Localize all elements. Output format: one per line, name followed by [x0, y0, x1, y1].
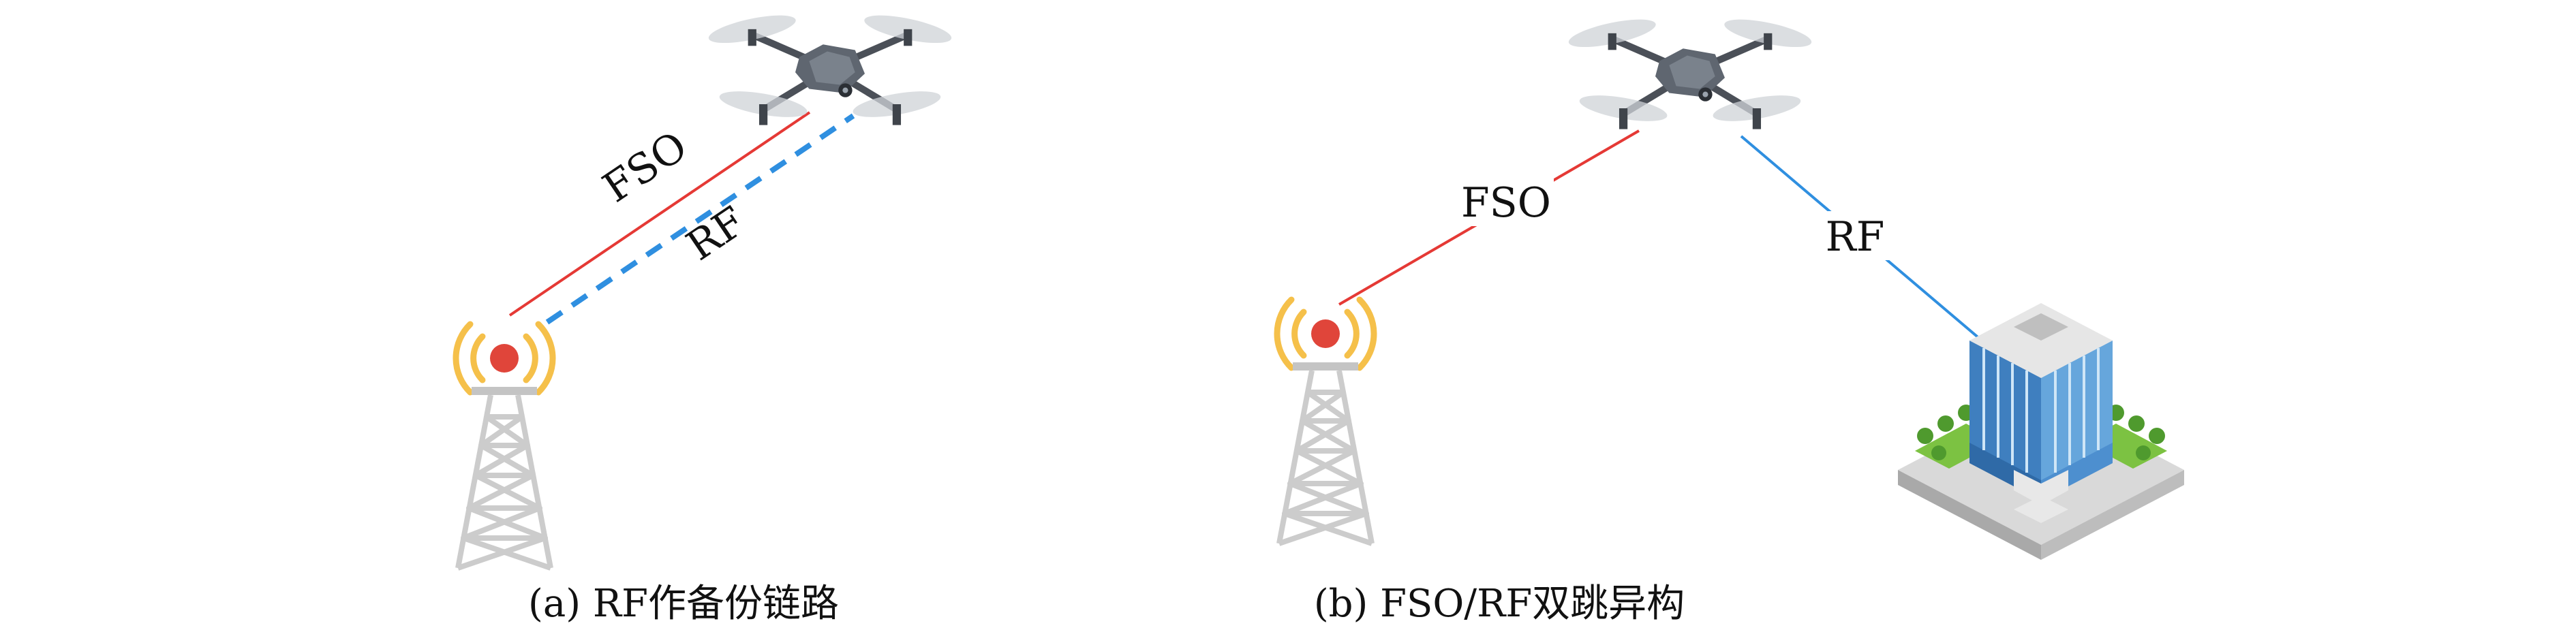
panel-b: FSO RF (b) FSO/RF双跳异构 [1277, 14, 2184, 626]
caption-b: (b) FSO/RF双跳异构 [1314, 582, 1685, 626]
cell-tower-icon [456, 324, 553, 568]
rf-label: RF [1826, 213, 1885, 261]
rf-label: RF [678, 198, 754, 270]
caption-a: (a) RF作备份链路 [528, 582, 839, 626]
fso-label: FSO [1461, 179, 1551, 227]
drone-icon [1567, 14, 1814, 129]
rf-link-line [545, 113, 855, 325]
cell-tower-icon [1277, 300, 1374, 544]
drone-icon [707, 10, 954, 125]
panel-a: FSO RF (a) RF作备份链路 [456, 10, 953, 626]
fso-link-line [508, 111, 811, 317]
office-building-icon [1898, 303, 2184, 560]
